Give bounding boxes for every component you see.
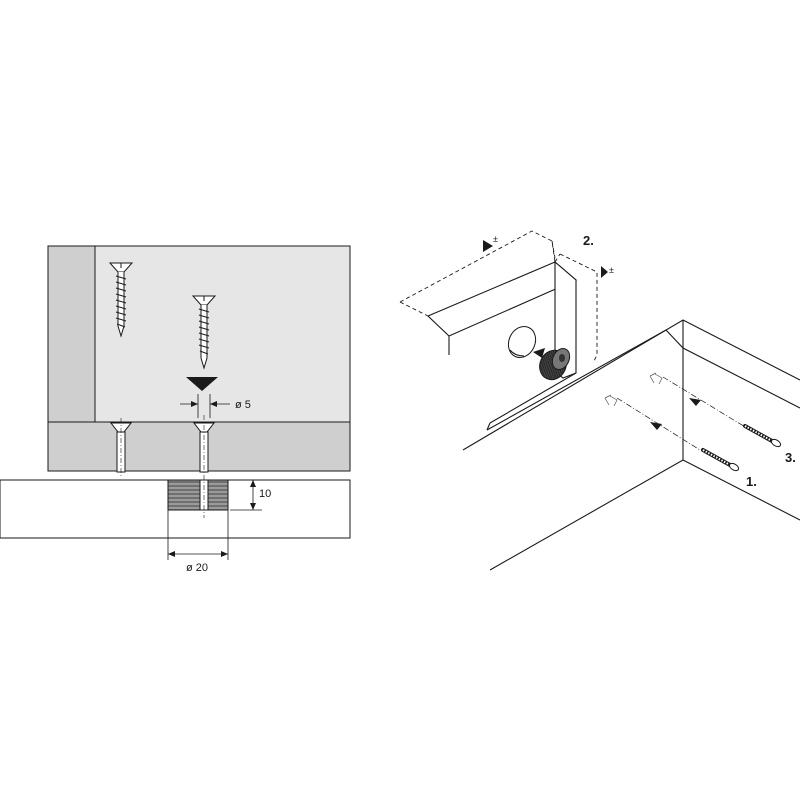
isometric-assembly-diagram: ± ± (399, 230, 800, 571)
step-3-label: 3. (785, 450, 796, 465)
insert-direction-arrow-icon (186, 377, 218, 391)
horizontal-adjust-symbol: ± (493, 234, 498, 244)
insert-height-dimension: 10 (230, 479, 271, 511)
installed-screw-left (109, 418, 133, 478)
adjustment-outline (399, 230, 598, 364)
screw-icon (191, 295, 217, 370)
vertical-adjust-arrow-icon (601, 266, 608, 278)
cross-section-diagram: ø 5 10 (0, 245, 351, 574)
screw-direction-arrow-icon (650, 422, 662, 430)
screw-icon (701, 448, 740, 472)
ghost-screw-icon (604, 372, 663, 407)
insert-diameter-label: ø 20 (186, 562, 208, 574)
step-1-label: 1. (746, 474, 757, 489)
front-panel (427, 260, 578, 424)
vertical-adjust-symbol: ± (609, 265, 614, 275)
screw-diameter-dimension: ø 5 (180, 394, 251, 418)
screw-guide-lines (616, 376, 761, 451)
drilled-hole (507, 325, 537, 359)
screw-diameter-label: ø 5 (235, 399, 251, 411)
threaded-insert-iso (539, 347, 571, 381)
screw-icon (743, 424, 782, 448)
horizontal-adjust-arrow-icon (483, 240, 493, 252)
insert-height-label: 10 (259, 488, 271, 500)
screw-icon (108, 262, 134, 338)
screw-direction-arrow-icon (689, 398, 701, 406)
threaded-insert (167, 415, 229, 518)
step-2-label: 2. (583, 233, 594, 248)
insert-diameter-dimension: ø 20 (167, 510, 229, 574)
cabinet-corner (462, 319, 800, 571)
insert-arrow-icon (533, 348, 545, 358)
